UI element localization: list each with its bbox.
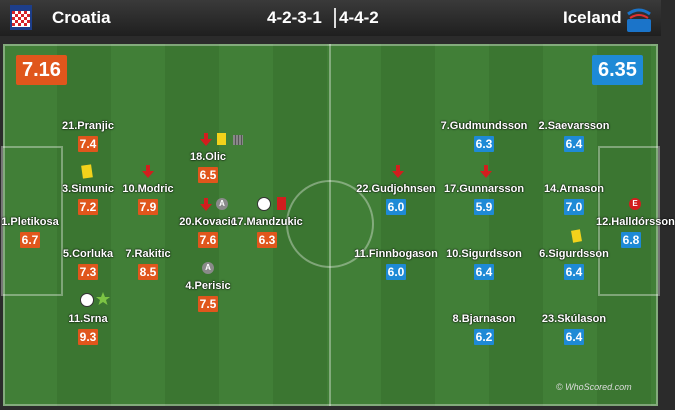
player-name: 4.Perisic — [185, 280, 231, 292]
player-name: 10.Sigurdsson — [446, 248, 522, 260]
player-name: 6.Sigurdsson — [539, 248, 609, 260]
player-rating: 6.3 — [257, 232, 277, 248]
player-pletikosa[interactable]: 1.Pletikosa 6.7 — [1, 216, 59, 248]
player-rating: 6.4 — [564, 136, 584, 152]
player-name: 2.Saevarsson — [538, 120, 610, 132]
home-penalty-box — [1, 146, 63, 296]
player-rating: 7.4 — [78, 136, 98, 152]
away-penalty-box — [598, 146, 660, 296]
player-rating: 6.5 — [198, 167, 218, 183]
player-rating: 6.4 — [474, 264, 494, 280]
formation-divider — [334, 8, 336, 28]
sub-off-arrow-icon — [200, 198, 212, 211]
player-name: 10.Modric — [122, 183, 174, 195]
player-arnason[interactable]: 14.Arnason 7.0 — [544, 183, 604, 215]
pitch — [1, 44, 660, 406]
player-rating: 7.3 — [78, 264, 98, 280]
player-name: 8.Bjarnason — [452, 313, 516, 325]
player-rating: 9.3 — [78, 329, 98, 345]
player-sigurdsson-6[interactable]: 6.Sigurdsson 6.4 — [539, 229, 609, 280]
sub-off-arrow-icon — [392, 165, 404, 178]
player-perisic[interactable]: A 4.Perisic 7.5 — [185, 262, 231, 312]
player-rating: 6.8 — [621, 232, 641, 248]
player-rating: 5.9 — [474, 199, 494, 215]
match-header: Croatia 4-2-3-1 4-4-2 Iceland — [0, 0, 661, 36]
player-saevarsson[interactable]: 2.Saevarsson 6.4 — [539, 120, 609, 152]
away-team-name: Iceland — [563, 8, 622, 27]
player-name: 20.Kovacic — [179, 216, 237, 228]
man-of-the-match-star-icon — [96, 292, 110, 305]
whoscored-watermark: © WhoScored.com — [556, 382, 632, 392]
player-gudmundsson[interactable]: 7.Gudmundsson 6.3 — [441, 120, 527, 152]
player-rating: 6.4 — [564, 329, 584, 345]
croatia-crest-icon — [10, 5, 32, 30]
player-gunnarsson[interactable]: 17.Gunnarsson 5.9 — [444, 165, 524, 215]
player-rating: 8.5 — [138, 264, 158, 280]
player-name: 7.Rakitic — [125, 248, 171, 260]
player-name: 11.Finnbogason — [354, 248, 438, 260]
player-modric[interactable]: 10.Modric 7.9 — [122, 165, 174, 215]
player-pranjic[interactable]: 21.Pranjic 7.4 — [62, 120, 114, 152]
player-rating: 6.3 — [474, 136, 494, 152]
player-name: 18.Olic — [189, 151, 227, 163]
player-finnbogason[interactable]: 11.Finnbogason 6.0 — [354, 248, 438, 280]
player-corluka[interactable]: 5.Corluka 7.3 — [63, 248, 113, 280]
home-formation: 4-2-3-1 — [267, 8, 322, 27]
player-olic[interactable]: 18.Olic 6.5 — [190, 133, 243, 183]
player-rating: 6.7 — [20, 232, 40, 248]
iceland-ksi-logo-icon — [627, 8, 651, 32]
player-name: 17.Gunnarsson — [443, 183, 525, 195]
player-rating: 6.4 — [564, 264, 584, 280]
player-rakitic[interactable]: 7.Rakitic 8.5 — [125, 248, 171, 280]
yellow-card-icon — [217, 133, 226, 145]
center-circle — [286, 180, 374, 268]
player-name: 17.Mandzukic — [231, 216, 303, 228]
player-halldorsson[interactable]: E 12.Halldórsson 6.8 — [596, 198, 675, 248]
player-name: 5.Corluka — [62, 248, 114, 260]
home-team-rating: 7.16 — [16, 55, 67, 85]
red-card-icon — [277, 197, 286, 210]
player-rating: 7.9 — [138, 199, 158, 215]
player-name: 7.Gudmundsson — [440, 120, 528, 132]
goal-icon — [257, 197, 271, 211]
player-gudjohnsen[interactable]: 22.Gudjohnsen 6.0 — [356, 165, 436, 215]
player-rating: 6.2 — [474, 329, 494, 345]
yellow-card-icon — [81, 164, 93, 179]
player-name: 12.Halldórsson — [596, 216, 675, 228]
pitch-outline — [3, 44, 658, 406]
player-rating: 6.0 — [386, 264, 406, 280]
player-name: 22.Gudjohnsen — [356, 183, 436, 195]
player-mandzukic[interactable]: 17.Mandzukic 6.3 — [231, 197, 303, 248]
player-rating: 6.0 — [386, 199, 406, 215]
assist-icon: A — [216, 198, 228, 210]
key-pass-icon — [233, 135, 243, 145]
player-name: 14.Arnason — [544, 183, 604, 195]
error-icon: E — [629, 198, 641, 210]
player-kovacic[interactable]: A 20.Kovacic 7.6 — [179, 198, 237, 248]
player-srna[interactable]: 11.Srna 9.3 — [68, 292, 110, 345]
player-skulason[interactable]: 23.Skúlason 6.4 — [542, 313, 606, 345]
player-rating: 7.5 — [198, 296, 218, 312]
assist-icon: A — [202, 262, 214, 274]
yellow-card-icon — [571, 229, 582, 243]
player-name: 3.Simunic — [62, 183, 114, 195]
goal-icon — [80, 293, 94, 307]
player-rating: 7.6 — [198, 232, 218, 248]
sub-off-arrow-icon — [480, 165, 492, 178]
player-rating: 7.2 — [78, 199, 98, 215]
player-name: 23.Skúlason — [541, 313, 607, 325]
player-bjarnason[interactable]: 8.Bjarnason 6.2 — [453, 313, 515, 345]
player-name: 11.Srna — [68, 313, 108, 325]
away-formation: 4-4-2 — [339, 8, 379, 27]
player-simunic[interactable]: 3.Simunic 7.2 — [62, 164, 114, 215]
player-sigurdsson-10[interactable]: 10.Sigurdsson 6.4 — [446, 248, 522, 280]
player-rating: 7.0 — [564, 199, 584, 215]
sub-off-arrow-icon — [142, 165, 154, 178]
away-team-rating: 6.35 — [592, 55, 643, 85]
home-team-name: Croatia — [52, 8, 111, 27]
player-name: 1.Pletikosa — [1, 216, 59, 228]
player-name: 21.Pranjic — [62, 120, 114, 132]
sub-off-arrow-icon — [200, 133, 212, 146]
